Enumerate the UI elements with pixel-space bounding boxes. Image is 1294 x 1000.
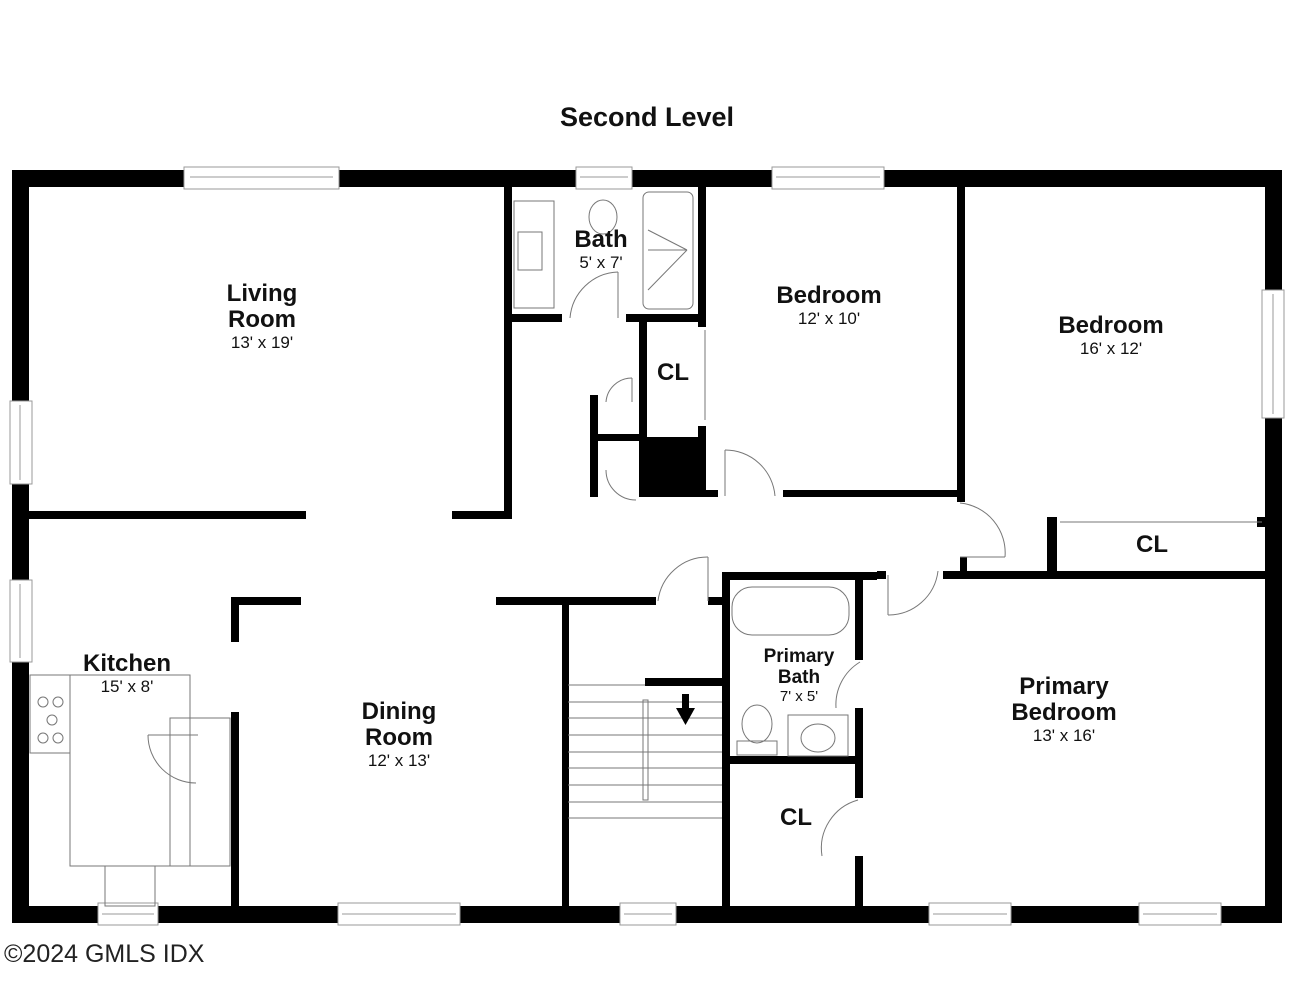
stairs-down-arrow-icon bbox=[676, 694, 695, 725]
room-name: Bedroom bbox=[776, 282, 882, 309]
room-bath: Bath 5' x 7' bbox=[574, 226, 628, 272]
room-name: Dining bbox=[361, 698, 437, 725]
copyright-text: ©2024 GMLS IDX bbox=[4, 940, 205, 968]
room-dimensions: 7' x 5' bbox=[779, 688, 819, 705]
room-dimensions: 5' x 7' bbox=[579, 253, 623, 272]
room-name: Kitchen bbox=[82, 650, 172, 677]
room-name: Bath bbox=[574, 226, 628, 253]
room-dimensions: 12' x 10' bbox=[797, 309, 861, 328]
room-dining-room: Dining Room 12' x 13' bbox=[361, 698, 437, 770]
windows bbox=[9, 166, 1285, 926]
room-name: CL bbox=[780, 804, 812, 831]
room-dimensions: 16' x 12' bbox=[1079, 339, 1143, 358]
room-primary-bedroom: Primary Bedroom 13' x 16' bbox=[1011, 673, 1117, 745]
room-closet-hall: CL bbox=[657, 360, 689, 386]
room-name: CL bbox=[1136, 531, 1168, 558]
interior-walls bbox=[29, 187, 1265, 908]
room-name: Primary bbox=[1019, 673, 1109, 700]
room-kitchen: Kitchen 15' x 8' bbox=[82, 650, 172, 696]
page-title: Second Level bbox=[559, 102, 735, 132]
room-bedroom-2: Bedroom 16' x 12' bbox=[1058, 312, 1164, 358]
room-dimensions: 13' x 16' bbox=[1032, 726, 1096, 745]
door-swings bbox=[29, 191, 1262, 907]
room-bedroom-1: Bedroom 12' x 10' bbox=[776, 282, 882, 328]
exterior-walls bbox=[12, 170, 1282, 923]
room-dimensions: 12' x 13' bbox=[367, 751, 431, 770]
room-name: Primary bbox=[763, 646, 835, 667]
room-name: Room bbox=[227, 306, 296, 333]
room-name: Bedroom bbox=[1058, 312, 1164, 339]
room-primary-bath: Primary Bath 7' x 5' bbox=[764, 646, 835, 704]
room-name: Bedroom bbox=[1011, 699, 1117, 726]
room-closet-primary: CL bbox=[780, 805, 812, 831]
room-name: CL bbox=[657, 359, 689, 386]
room-living-room: Living Room 13' x 19' bbox=[226, 280, 298, 352]
room-name: Room bbox=[365, 724, 433, 751]
room-name: Living bbox=[226, 280, 298, 307]
room-dimensions: 13' x 19' bbox=[230, 333, 294, 352]
room-name: Bath bbox=[777, 667, 821, 688]
room-dimensions: 15' x 8' bbox=[100, 677, 154, 696]
room-closet-bedroom-2: CL bbox=[1136, 532, 1168, 558]
